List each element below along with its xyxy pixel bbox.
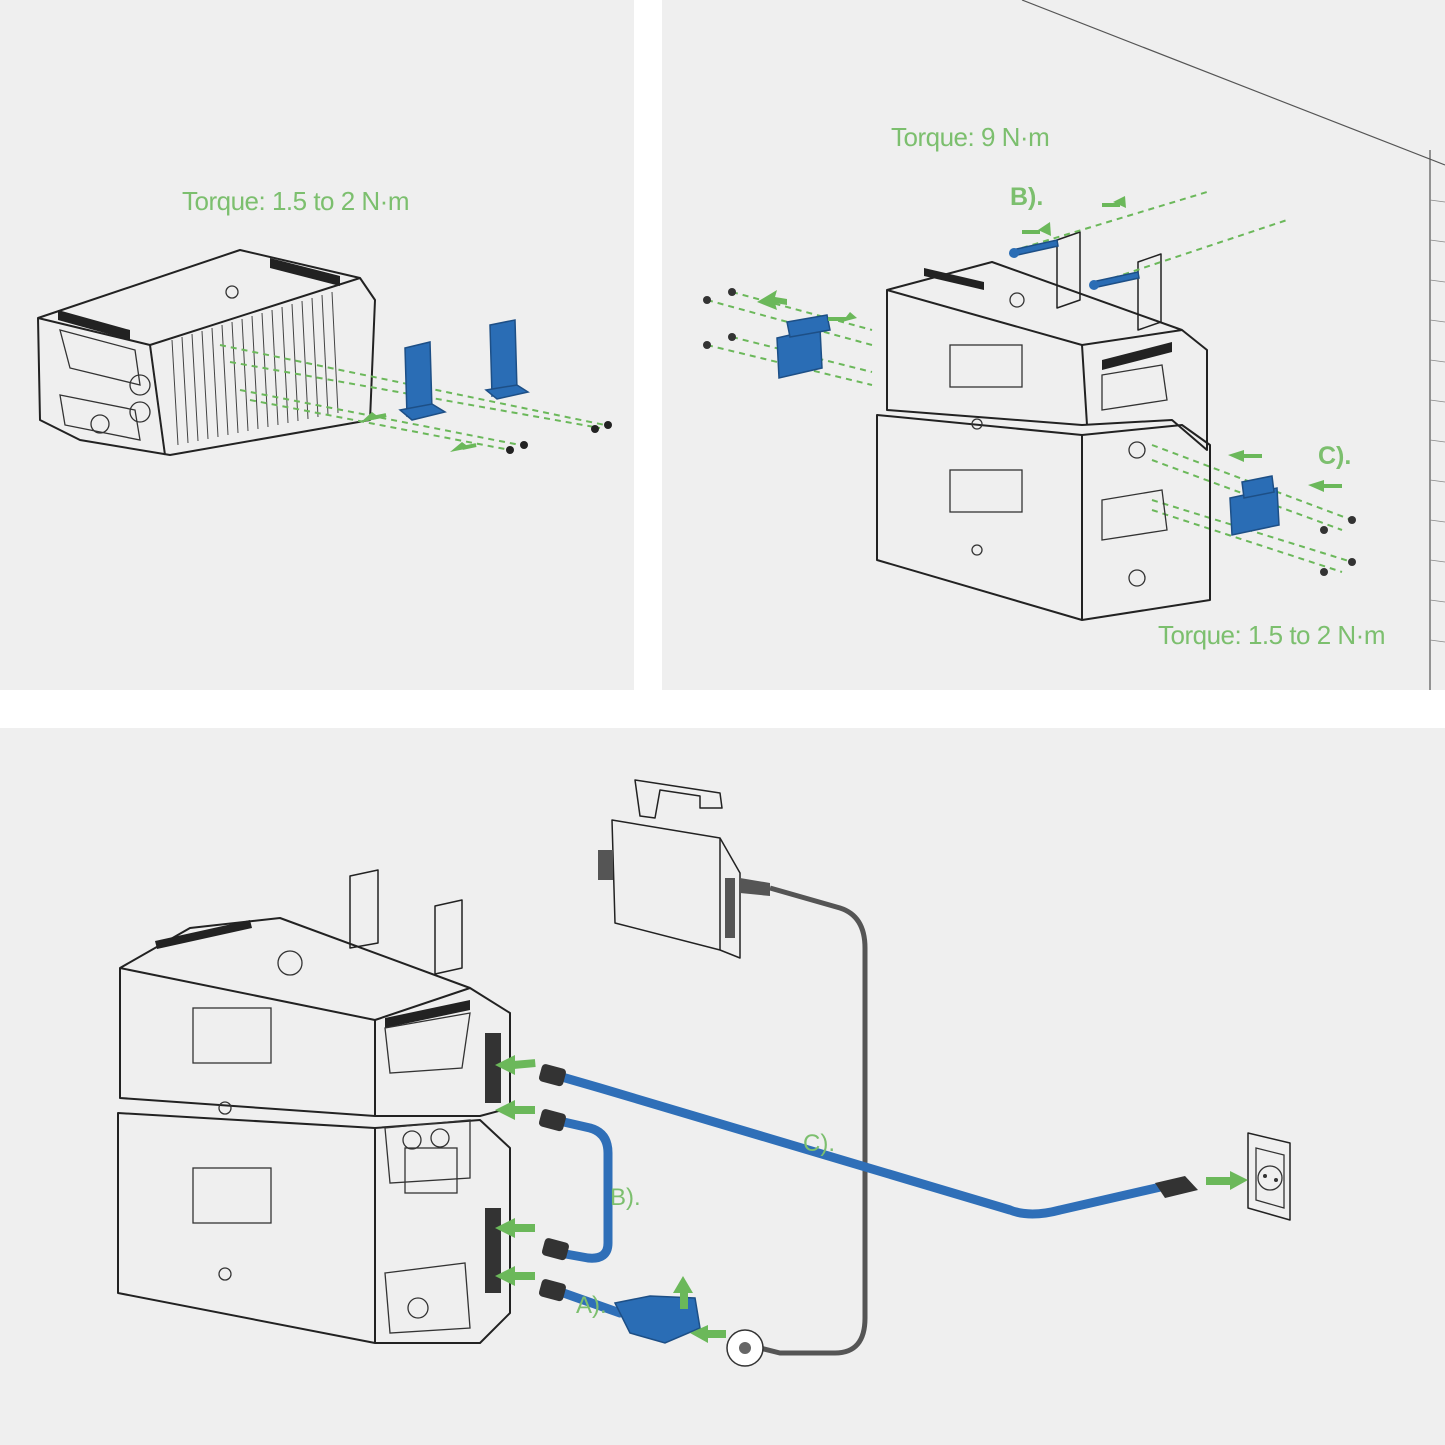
battery-unit-icon bbox=[117, 917, 511, 1344]
cable-connection-illustration bbox=[117, 779, 1291, 1367]
panel-bracket-attach: Torque: 1.5 to 2 N·m bbox=[0, 0, 634, 690]
torque-label-bottom: Torque: 1.5 to 2 N·m bbox=[1158, 620, 1386, 650]
panel-wall-mount: Torque: 9 N·m B). C). Torque: 1.5 to 2 N… bbox=[662, 0, 1445, 690]
torque-label-top: Torque: 9 N·m bbox=[891, 122, 1050, 152]
battery-unit-icon bbox=[876, 261, 1211, 621]
screw-icon bbox=[506, 421, 612, 454]
step-c-label: C). bbox=[803, 1130, 835, 1157]
wall-mount-illustration bbox=[703, 0, 1445, 690]
push-arrow-icon bbox=[757, 196, 1342, 492]
connector-icon bbox=[538, 1064, 1198, 1302]
push-arrow-icon bbox=[360, 412, 477, 452]
bracket-attach-illustration bbox=[37, 249, 612, 456]
step-b-label: B). bbox=[610, 1184, 641, 1211]
step-b-label: B). bbox=[1010, 183, 1044, 211]
screw-icon bbox=[1009, 239, 1140, 290]
mounting-bracket-icon bbox=[776, 314, 1280, 536]
mounting-bracket-icon bbox=[398, 319, 530, 421]
step-a-label: A). bbox=[576, 1292, 607, 1319]
adapter-plug-icon bbox=[613, 1295, 764, 1367]
wall-socket-icon bbox=[1247, 1132, 1291, 1221]
battery-unit-icon bbox=[37, 249, 376, 456]
step-c-label: C). bbox=[1318, 442, 1352, 470]
push-arrow-icon bbox=[495, 1055, 1248, 1343]
torque-label: Torque: 1.5 to 2 N·m bbox=[182, 186, 410, 216]
wall bbox=[1021, 0, 1445, 690]
microinverter-icon bbox=[598, 779, 770, 959]
screw-icon bbox=[703, 288, 1356, 576]
panel-cable-connection: A). B). C). bbox=[0, 728, 1445, 1445]
